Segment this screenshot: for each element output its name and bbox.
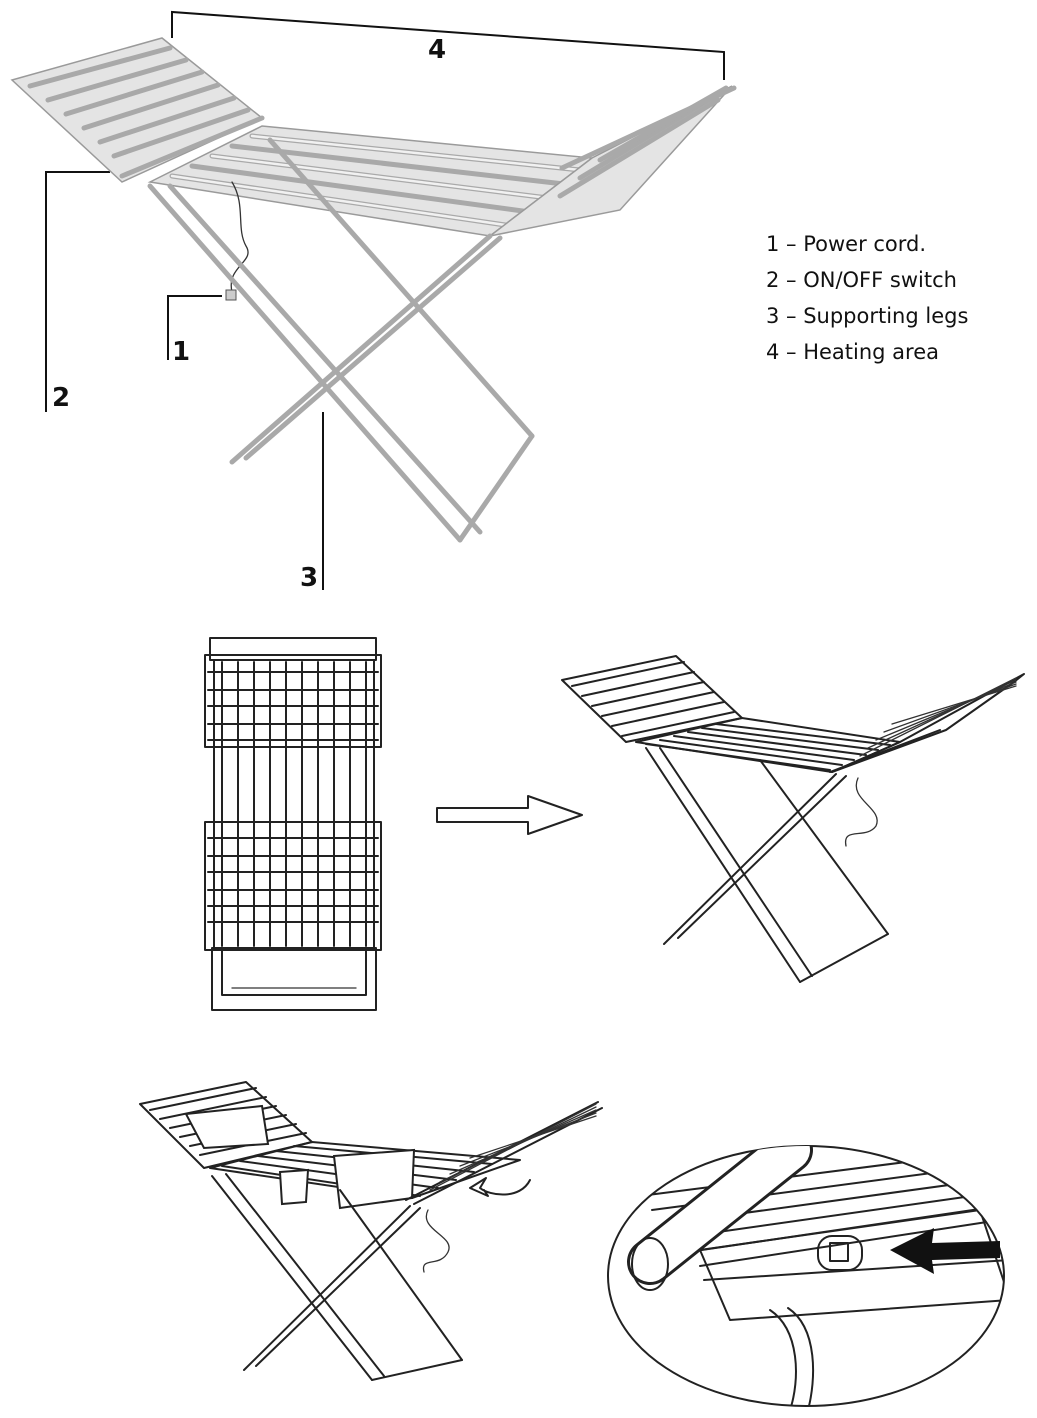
callout-labels: 4 1 2 3 — [52, 35, 446, 593]
rack-bar — [687, 731, 867, 756]
rack-bar — [149, 1087, 257, 1111]
switch-pointer-arrow — [890, 1228, 1000, 1274]
parts-legend: 1 – Power cord. 2 – ON/OFF switch 3 – Su… — [766, 226, 968, 370]
rack-bar — [571, 661, 685, 687]
rack-bar — [859, 677, 1017, 757]
rack-bar — [611, 701, 725, 727]
insert-arrow-icon — [469, 1177, 531, 1197]
supporting-legs — [147, 137, 535, 543]
callout-3: 3 — [300, 563, 318, 593]
legend-item-power-cord: 1 – Power cord. — [766, 232, 927, 256]
callout-4: 4 — [428, 35, 446, 65]
rack-bar — [891, 685, 1017, 725]
rack-bar — [639, 1149, 1001, 1197]
product-overview-figure — [10, 10, 737, 590]
callout-2-leader — [45, 171, 110, 412]
on-off-switch-button — [817, 1235, 863, 1271]
rack-bar — [591, 681, 705, 707]
rack-bar — [875, 681, 1017, 741]
left-wing-bars — [27, 45, 251, 159]
rack-bar — [883, 683, 1017, 733]
rack-bar — [581, 671, 695, 697]
rack-bar — [659, 739, 843, 766]
callout-2: 2 — [52, 383, 70, 413]
power-plug — [225, 289, 237, 301]
callout-1: 1 — [172, 337, 190, 367]
folded-rack-vertical-bars — [221, 661, 367, 947]
rack-bar — [715, 723, 891, 746]
rack-bar — [601, 691, 715, 717]
callout-4-bracket — [171, 10, 725, 80]
rack-bar — [699, 1219, 1001, 1267]
rack-bar — [645, 743, 831, 771]
power-cord — [230, 181, 249, 293]
unfolded-rack-legs — [645, 747, 889, 983]
right-wing-end-bar — [559, 85, 737, 171]
laundry-towel-left — [184, 1104, 270, 1150]
rack-bar — [673, 735, 855, 761]
legend-item-on-off-switch: 2 – ON/OFF switch — [766, 268, 957, 292]
rack-bar — [469, 1115, 597, 1159]
rack-bar — [701, 727, 879, 751]
legend-item-supporting-legs: 3 – Supporting legs — [766, 304, 969, 328]
rack-bar — [621, 711, 735, 737]
heating-area-bars — [169, 133, 583, 229]
rack-bar — [675, 1191, 1001, 1239]
legend-item-heating-area: 4 – Heating area — [766, 340, 940, 364]
rack-bar — [159, 1096, 267, 1120]
left-wing-end-bar — [119, 115, 265, 179]
laundry-rack-legs — [211, 1173, 463, 1381]
folded-rack-horizontal-bars — [207, 671, 379, 923]
laundry-sock — [278, 1168, 310, 1206]
rack-bar — [459, 1112, 597, 1167]
callout-1-leader — [167, 295, 222, 360]
rack-bar — [867, 679, 1017, 749]
